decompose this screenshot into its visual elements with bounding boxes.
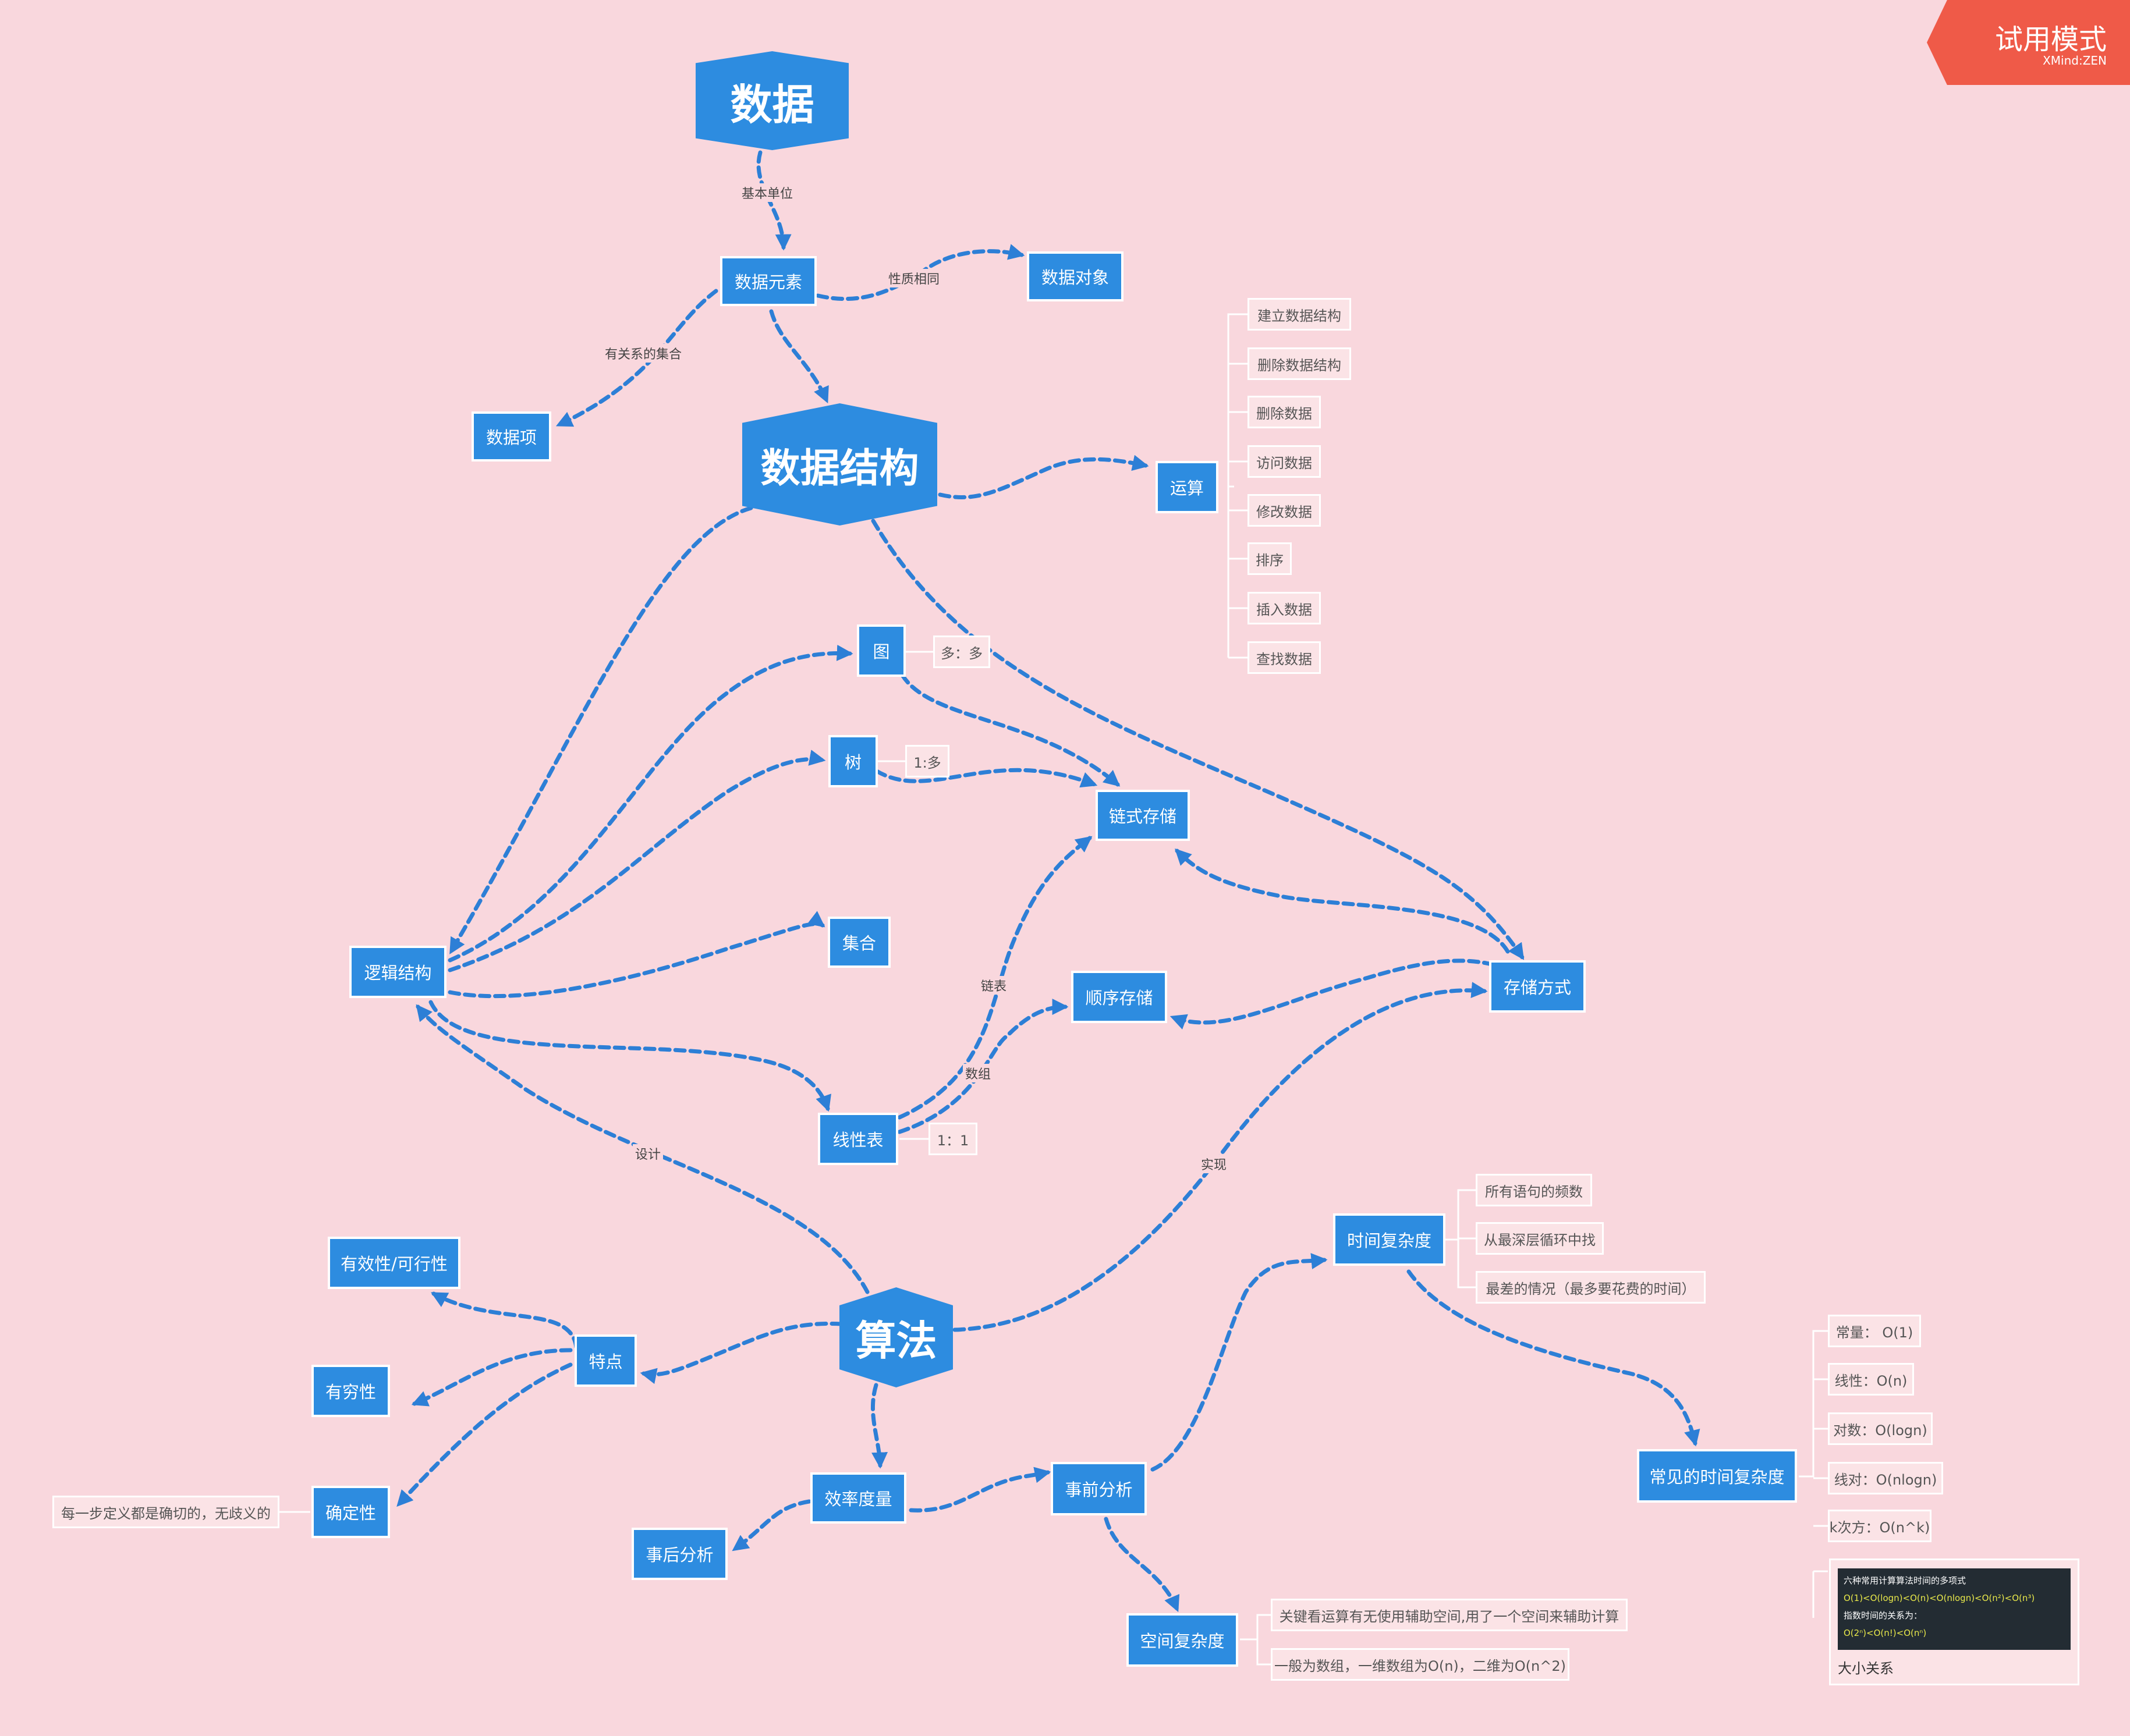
node-finiteness[interactable]: 有穷性 [311,1365,390,1417]
edge-pre-time [1150,1253,1328,1472]
leaf-op-insert-data[interactable]: 插入数据 [1247,592,1321,624]
edge-algo-storage [952,982,1488,1332]
edge-algo-measure [871,1383,888,1469]
edge-label-implement: 实现 [1198,1155,1229,1173]
node-linked-storage[interactable]: 链式存储 [1096,790,1190,841]
edge-algo-logic [416,1004,870,1294]
node-feature[interactable]: 特点 [575,1334,637,1387]
edge-logic-linear [428,1000,831,1112]
leaf-complexity-nlogn[interactable]: 线对：O(nlogn) [1828,1462,1943,1494]
node-set[interactable]: 集合 [828,917,891,968]
edge-graph-linked [900,673,1121,787]
complexity-image-card[interactable]: 六种常用计算算法时间的多项式 O(1)<O(logn)<O(n)<O(nlogn… [1829,1559,2079,1685]
edge-linear-linked [897,836,1093,1120]
leaf-space-auxiliary[interactable]: 关键看运算有无使用辅助空间,用了一个空间来辅助计算 [1271,1599,1628,1631]
trial-mode-badge[interactable]: 试用模式 XMind:ZEN [1927,0,2130,85]
leaf-complexity-log[interactable]: 对数：O(logn) [1828,1412,1933,1445]
leaf-op-find-data[interactable]: 查找数据 [1247,641,1321,674]
edge-pre-space [1104,1517,1180,1613]
board-exponential-title: 指数时间的关系为： [1844,1610,1923,1621]
node-space-complexity[interactable]: 空间复杂度 [1126,1613,1238,1667]
node-tree[interactable]: 树 [828,735,878,787]
leaf-complexity-power[interactable]: k次方：O(n^k) [1828,1510,1931,1542]
leaf-op-create[interactable]: 建立数据结构 [1247,298,1351,331]
leaf-linear-relation[interactable]: 1：1 [928,1123,977,1155]
node-data-object[interactable]: 数据对象 [1027,251,1124,301]
node-data-element[interactable]: 数据元素 [720,256,817,306]
leaf-space-array[interactable]: 一般为数组，一维数组为O(n)，二维为O(n^2) [1271,1648,1569,1681]
leaf-tree-relation[interactable]: 1:多 [905,745,949,778]
trial-mode-title: 试用模式 [1994,23,2107,56]
edge-time-common [1406,1269,1700,1447]
edge-feature-definite [396,1362,573,1507]
leaf-complexity-linear[interactable]: 线性：O(n) [1828,1363,1914,1396]
edge-feature-valid [431,1291,579,1350]
board-exponential-order: O(2ⁿ)<O(n!)<O(nⁿ) [1844,1628,1927,1638]
xmind-brand: XMind:ZEN [2043,54,2107,68]
edge-measure-post [732,1499,811,1552]
leaf-op-delete-structure[interactable]: 删除数据结构 [1247,347,1351,380]
leaf-op-delete-data[interactable]: 删除数据 [1247,396,1321,428]
edge-storage-seq [1169,958,1510,1029]
edge-tree-linked [874,768,1098,788]
edge-algo-feature [640,1321,844,1384]
leaf-time-worst-case[interactable]: 最差的情况（最多要花费的时间） [1476,1271,1706,1304]
node-linear-list[interactable]: 线性表 [818,1113,898,1165]
edge-logic-set [448,911,825,999]
edge-label-array: 数组 [962,1064,994,1082]
edge-linear-seq [897,999,1069,1134]
edge-label-related-set: 有关系的集合 [602,344,685,363]
leaf-complexity-constant[interactable]: 常量： O(1) [1828,1315,1921,1347]
leaf-definite-description[interactable]: 每一步定义都是确切的，无歧义的 [52,1496,279,1528]
edge-logic-graph [448,644,853,963]
leaf-op-modify-data[interactable]: 修改数据 [1247,494,1321,527]
node-post-analysis[interactable]: 事后分析 [632,1528,728,1580]
edge-label-linked-list: 链表 [978,976,1009,995]
edge-ds-storage [871,519,1525,960]
bracket-ops [1227,313,1247,659]
board-polynomial-order: O(1)<O(logn)<O(n)<O(nlogn)<O(n²)<O(n³) [1844,1593,2035,1603]
node-common-time-complexity[interactable]: 常见的时间复杂度 [1637,1449,1797,1503]
node-storage-method[interactable]: 存储方式 [1489,960,1586,1013]
leaf-op-sort[interactable]: 排序 [1247,542,1292,575]
leaf-time-innermost-loop[interactable]: 从最深层循环中找 [1476,1222,1604,1255]
edge-ds-logic [449,506,753,954]
node-definiteness[interactable]: 确定性 [311,1486,390,1538]
node-efficiency-measure[interactable]: 效率度量 [810,1472,906,1524]
node-data-item[interactable]: 数据项 [472,411,551,461]
image-caption: 大小关系 [1838,1660,1894,1677]
leaf-op-access-data[interactable]: 访问数据 [1247,445,1321,478]
edge-feature-finite [411,1348,573,1407]
edge-logic-tree [448,750,826,972]
node-logical-structure[interactable]: 逻辑结构 [349,946,446,998]
node-pre-analysis[interactable]: 事前分析 [1051,1462,1147,1515]
node-time-complexity[interactable]: 时间复杂度 [1333,1213,1445,1266]
bracket-space [1240,1614,1271,1666]
board-title: 六种常用计算算法时间的多项式 [1844,1575,1966,1586]
edge-label-design: 设计 [632,1144,664,1163]
node-validity[interactable]: 有效性/可行性 [328,1237,460,1289]
edge-measure-pre [909,1467,1051,1513]
edge-storage-linked [1175,849,1510,954]
edge-label-basic-unit: 基本单位 [739,183,796,202]
topic-data-structure[interactable]: 数据结构 [742,403,937,526]
leaf-graph-relation[interactable]: 多：多 [933,636,990,668]
bracket-common [1799,1330,1828,1618]
node-sequential-storage[interactable]: 顺序存储 [1071,971,1167,1023]
edge-ds-ops [938,455,1149,499]
blackboard-image: 六种常用计算算法时间的多项式 O(1)<O(logn)<O(n)<O(nlogn… [1838,1568,2071,1650]
node-operations[interactable]: 运算 [1156,461,1218,513]
leaf-time-frequency[interactable]: 所有语句的频数 [1476,1174,1592,1206]
topic-algorithm[interactable]: 算法 [839,1287,953,1387]
edge-element-ds [769,309,829,404]
edge-label-same-nature: 性质相同 [885,269,942,287]
bracket-time [1438,1189,1476,1288]
node-graph[interactable]: 图 [857,624,906,677]
topic-data[interactable]: 数据 [696,51,849,150]
